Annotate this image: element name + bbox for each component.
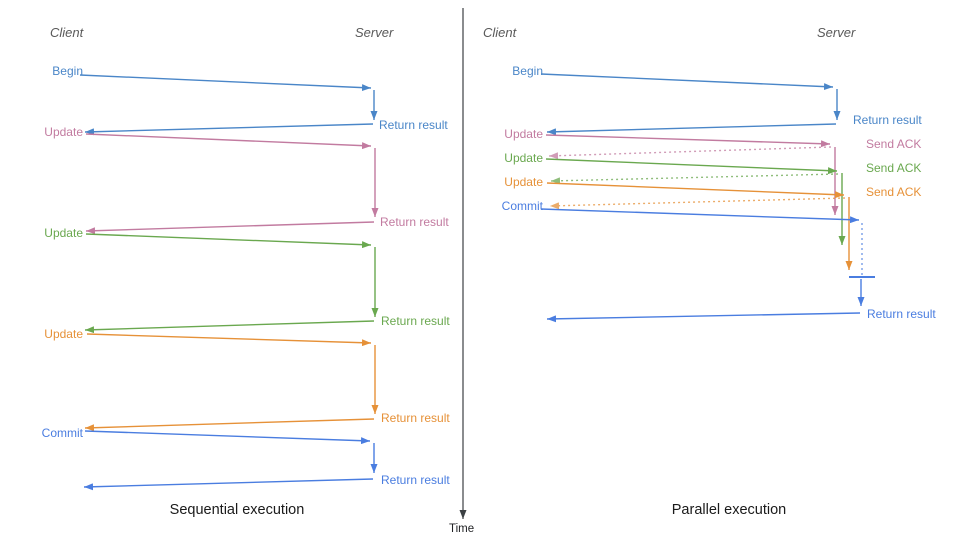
seq-update2-arrows	[84, 233, 379, 334]
seq-update1-arrows	[85, 133, 379, 235]
seq-commit-result-label: Return result	[381, 473, 450, 487]
par-update2-ack-label: Send ACK	[866, 161, 922, 175]
seq-update3-result-label: Return result	[381, 411, 450, 425]
par-update3-ack-label: Send ACK	[866, 185, 922, 199]
seq-update2-result-label: Return result	[381, 314, 450, 328]
seq-update3-label: Update	[44, 327, 83, 341]
seq-server-header: Server	[355, 25, 394, 40]
seq-update1-result-label: Return result	[380, 215, 449, 229]
par-caption: Parallel execution	[671, 502, 787, 518]
par-begin-label: Begin	[512, 64, 543, 78]
par-commit-result-label: Return result	[867, 307, 936, 321]
seq-update2-label: Update	[44, 226, 83, 240]
seq-caption: Sequential execution	[169, 502, 305, 518]
par-commit-label: Commit	[501, 199, 543, 213]
par-update1-arrows	[545, 134, 839, 215]
seq-update3-arrows	[84, 333, 379, 432]
par-update3-label: Update	[504, 175, 543, 189]
par-update3-arrows	[546, 182, 853, 270]
time-axis-label: Time	[449, 523, 475, 535]
seq-begin-label: Begin	[52, 64, 83, 78]
seq-client-header: Client	[50, 25, 84, 40]
seq-begin-arrows	[79, 74, 378, 136]
seq-commit-label: Commit	[41, 426, 83, 440]
seq-commit-arrows	[83, 430, 378, 491]
par-update2-label: Update	[504, 151, 543, 165]
par-update1-label: Update	[504, 127, 543, 141]
seq-update1-label: Update	[44, 125, 83, 139]
par-begin-result-label: Return result	[853, 113, 922, 127]
seq-begin-result-label: Return result	[379, 118, 448, 132]
par-commit-arrows	[540, 208, 875, 323]
par-update2-arrows	[545, 158, 846, 245]
par-update1-ack-label: Send ACK	[866, 137, 922, 151]
par-begin-arrows	[540, 73, 841, 136]
par-server-header: Server	[817, 25, 856, 40]
par-client-header: Client	[483, 25, 517, 40]
